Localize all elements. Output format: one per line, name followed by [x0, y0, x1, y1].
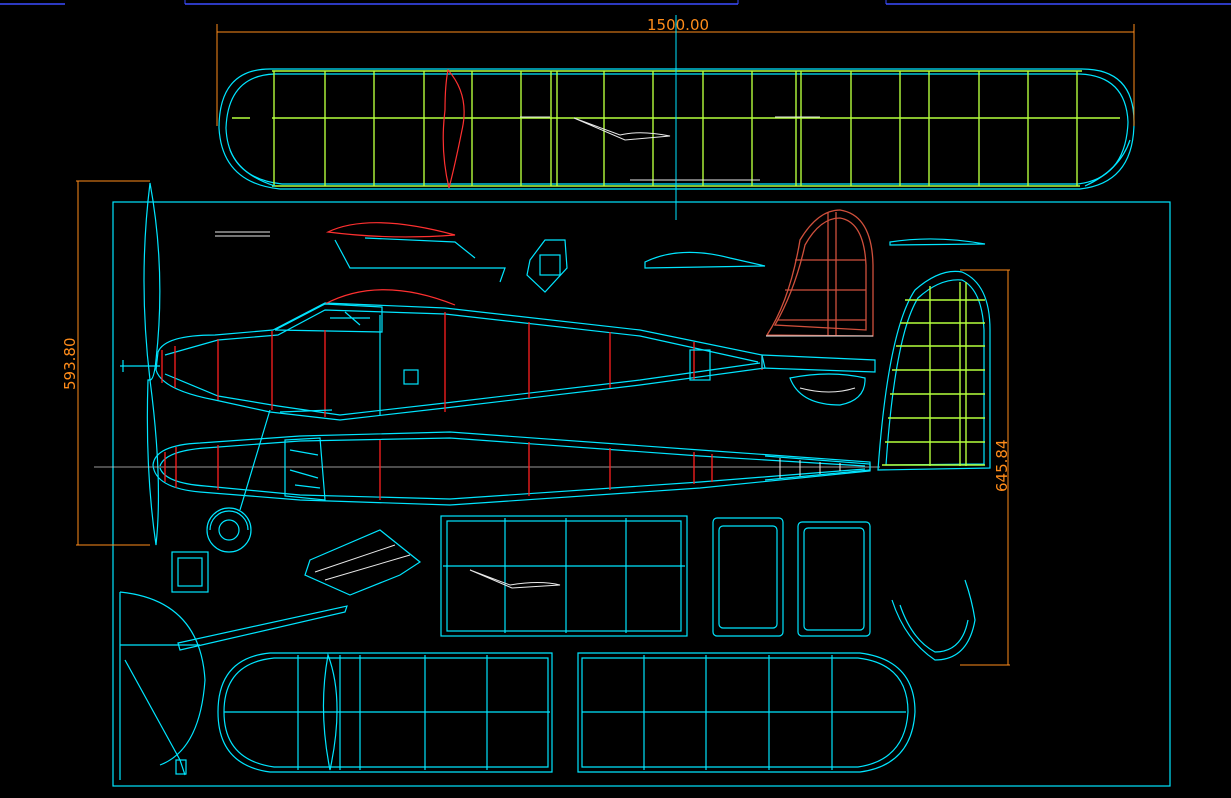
wing-bottom-right — [577, 652, 916, 773]
wing-tip-part — [891, 579, 976, 661]
fuselage-side-view — [155, 289, 876, 511]
side-panels — [712, 517, 871, 637]
wingspan-dim-label: 1500.00 — [647, 16, 709, 34]
drawing-frame — [112, 201, 1171, 787]
wing-bottom-left — [217, 652, 553, 773]
cowl-and-strut — [119, 591, 348, 780]
wing-top-view — [218, 68, 1135, 190]
prop-height-dimension: 593.80 — [61, 180, 150, 546]
wingspan-dimension: 1500.00 — [216, 15, 1135, 220]
propeller-side — [120, 182, 161, 546]
landing-gear-wheel — [206, 507, 252, 553]
fin-height-dim-label: 645.84 — [993, 440, 1011, 493]
detail-parts — [171, 222, 986, 596]
fin-height-dimension: 645.84 — [960, 269, 1011, 666]
fin-rudder — [765, 209, 874, 337]
prop-height-dim-label: 593.80 — [61, 338, 79, 391]
top-ui-strips — [0, 0, 1231, 5]
horizontal-stabilizer — [877, 270, 991, 471]
center-wing-panel — [440, 515, 688, 637]
fuselage-top-view — [152, 431, 871, 506]
